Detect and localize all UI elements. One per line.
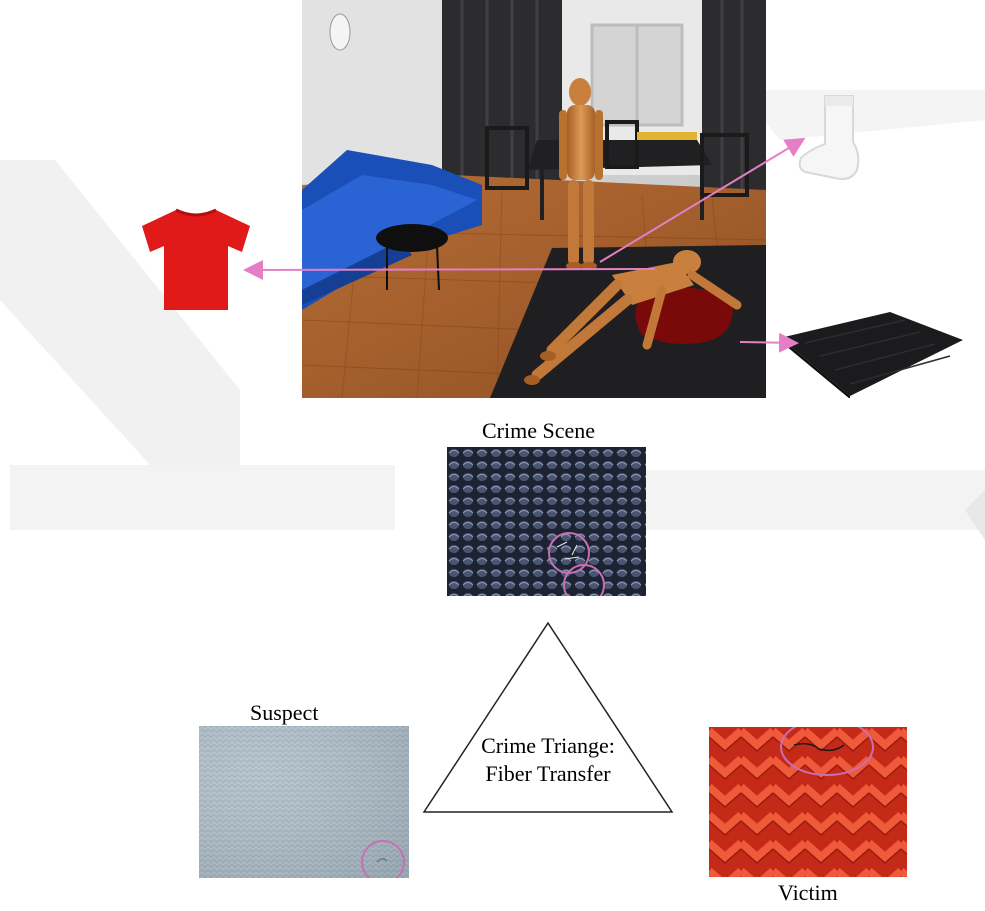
triangle-title: Crime Triange: [481, 733, 615, 758]
crime-scene-render [302, 0, 766, 398]
triangle-subtitle: Fiber Transfer [485, 761, 611, 786]
crime-scene-micrograph [447, 447, 646, 596]
fiber-ellipse [780, 727, 874, 776]
fiber-circle [361, 840, 405, 878]
suspect-micrograph [199, 726, 409, 878]
fiber-circle [563, 564, 605, 596]
suspect-label: Suspect [250, 700, 319, 725]
tshirt-icon [142, 208, 250, 310]
victim-micrograph [709, 727, 907, 877]
crime-triangle [422, 621, 674, 813]
sock-icon [798, 95, 860, 180]
carpet-icon [780, 312, 963, 398]
victim-label: Victim [778, 880, 838, 905]
crime-scene-label: Crime Scene [482, 418, 596, 443]
